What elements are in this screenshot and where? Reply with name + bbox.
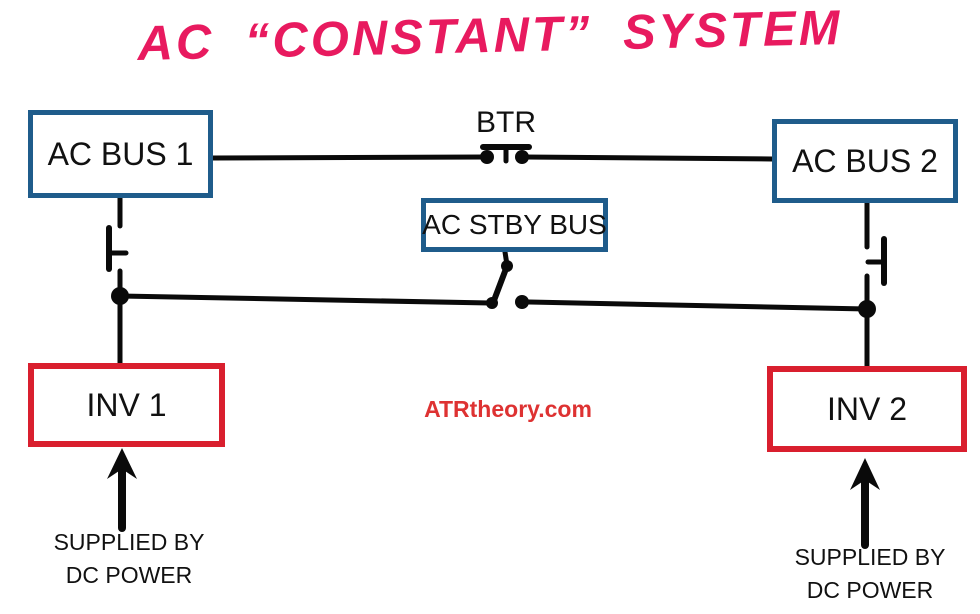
btr-contact-dot-left (480, 150, 494, 164)
node-inv-2: INV 2 (767, 366, 967, 452)
tie-wire-left (117, 293, 493, 306)
supplied-by-caption-left: SUPPLIED BY DC POWER (29, 526, 229, 592)
dc-arrow-left-head (107, 448, 137, 479)
wire-group (106, 144, 887, 549)
stby-contact-dot-left (486, 297, 498, 309)
btr-wire-left (210, 154, 488, 161)
junction-dot-right (858, 300, 876, 318)
caption-line: DC POWER (65, 562, 193, 588)
btr-label: BTR (476, 106, 536, 139)
node-ac-bus-2: AC BUS 2 (772, 119, 958, 203)
stby-contact-dot-right (515, 295, 529, 309)
btr-wire-right (521, 154, 775, 162)
tie-wire-right (526, 299, 870, 312)
supplied-by-caption-right: SUPPLIED BY DC POWER (770, 541, 970, 607)
stby-switch-blade (490, 263, 510, 306)
caption-line: SUPPLIED BY (794, 544, 946, 570)
node-ac-bus-1: AC BUS 1 (28, 110, 213, 198)
caption-line: DC POWER (806, 577, 934, 603)
node-inv-1: INV 1 (28, 363, 225, 447)
dc-arrow-right-head (850, 458, 880, 490)
btr-contact-dot-right (515, 150, 529, 164)
watermark-text: ATRtheory.com (424, 396, 592, 422)
caption-line: SUPPLIED BY (53, 529, 205, 555)
node-ac-stby-bus: AC STBY BUS (421, 198, 608, 252)
